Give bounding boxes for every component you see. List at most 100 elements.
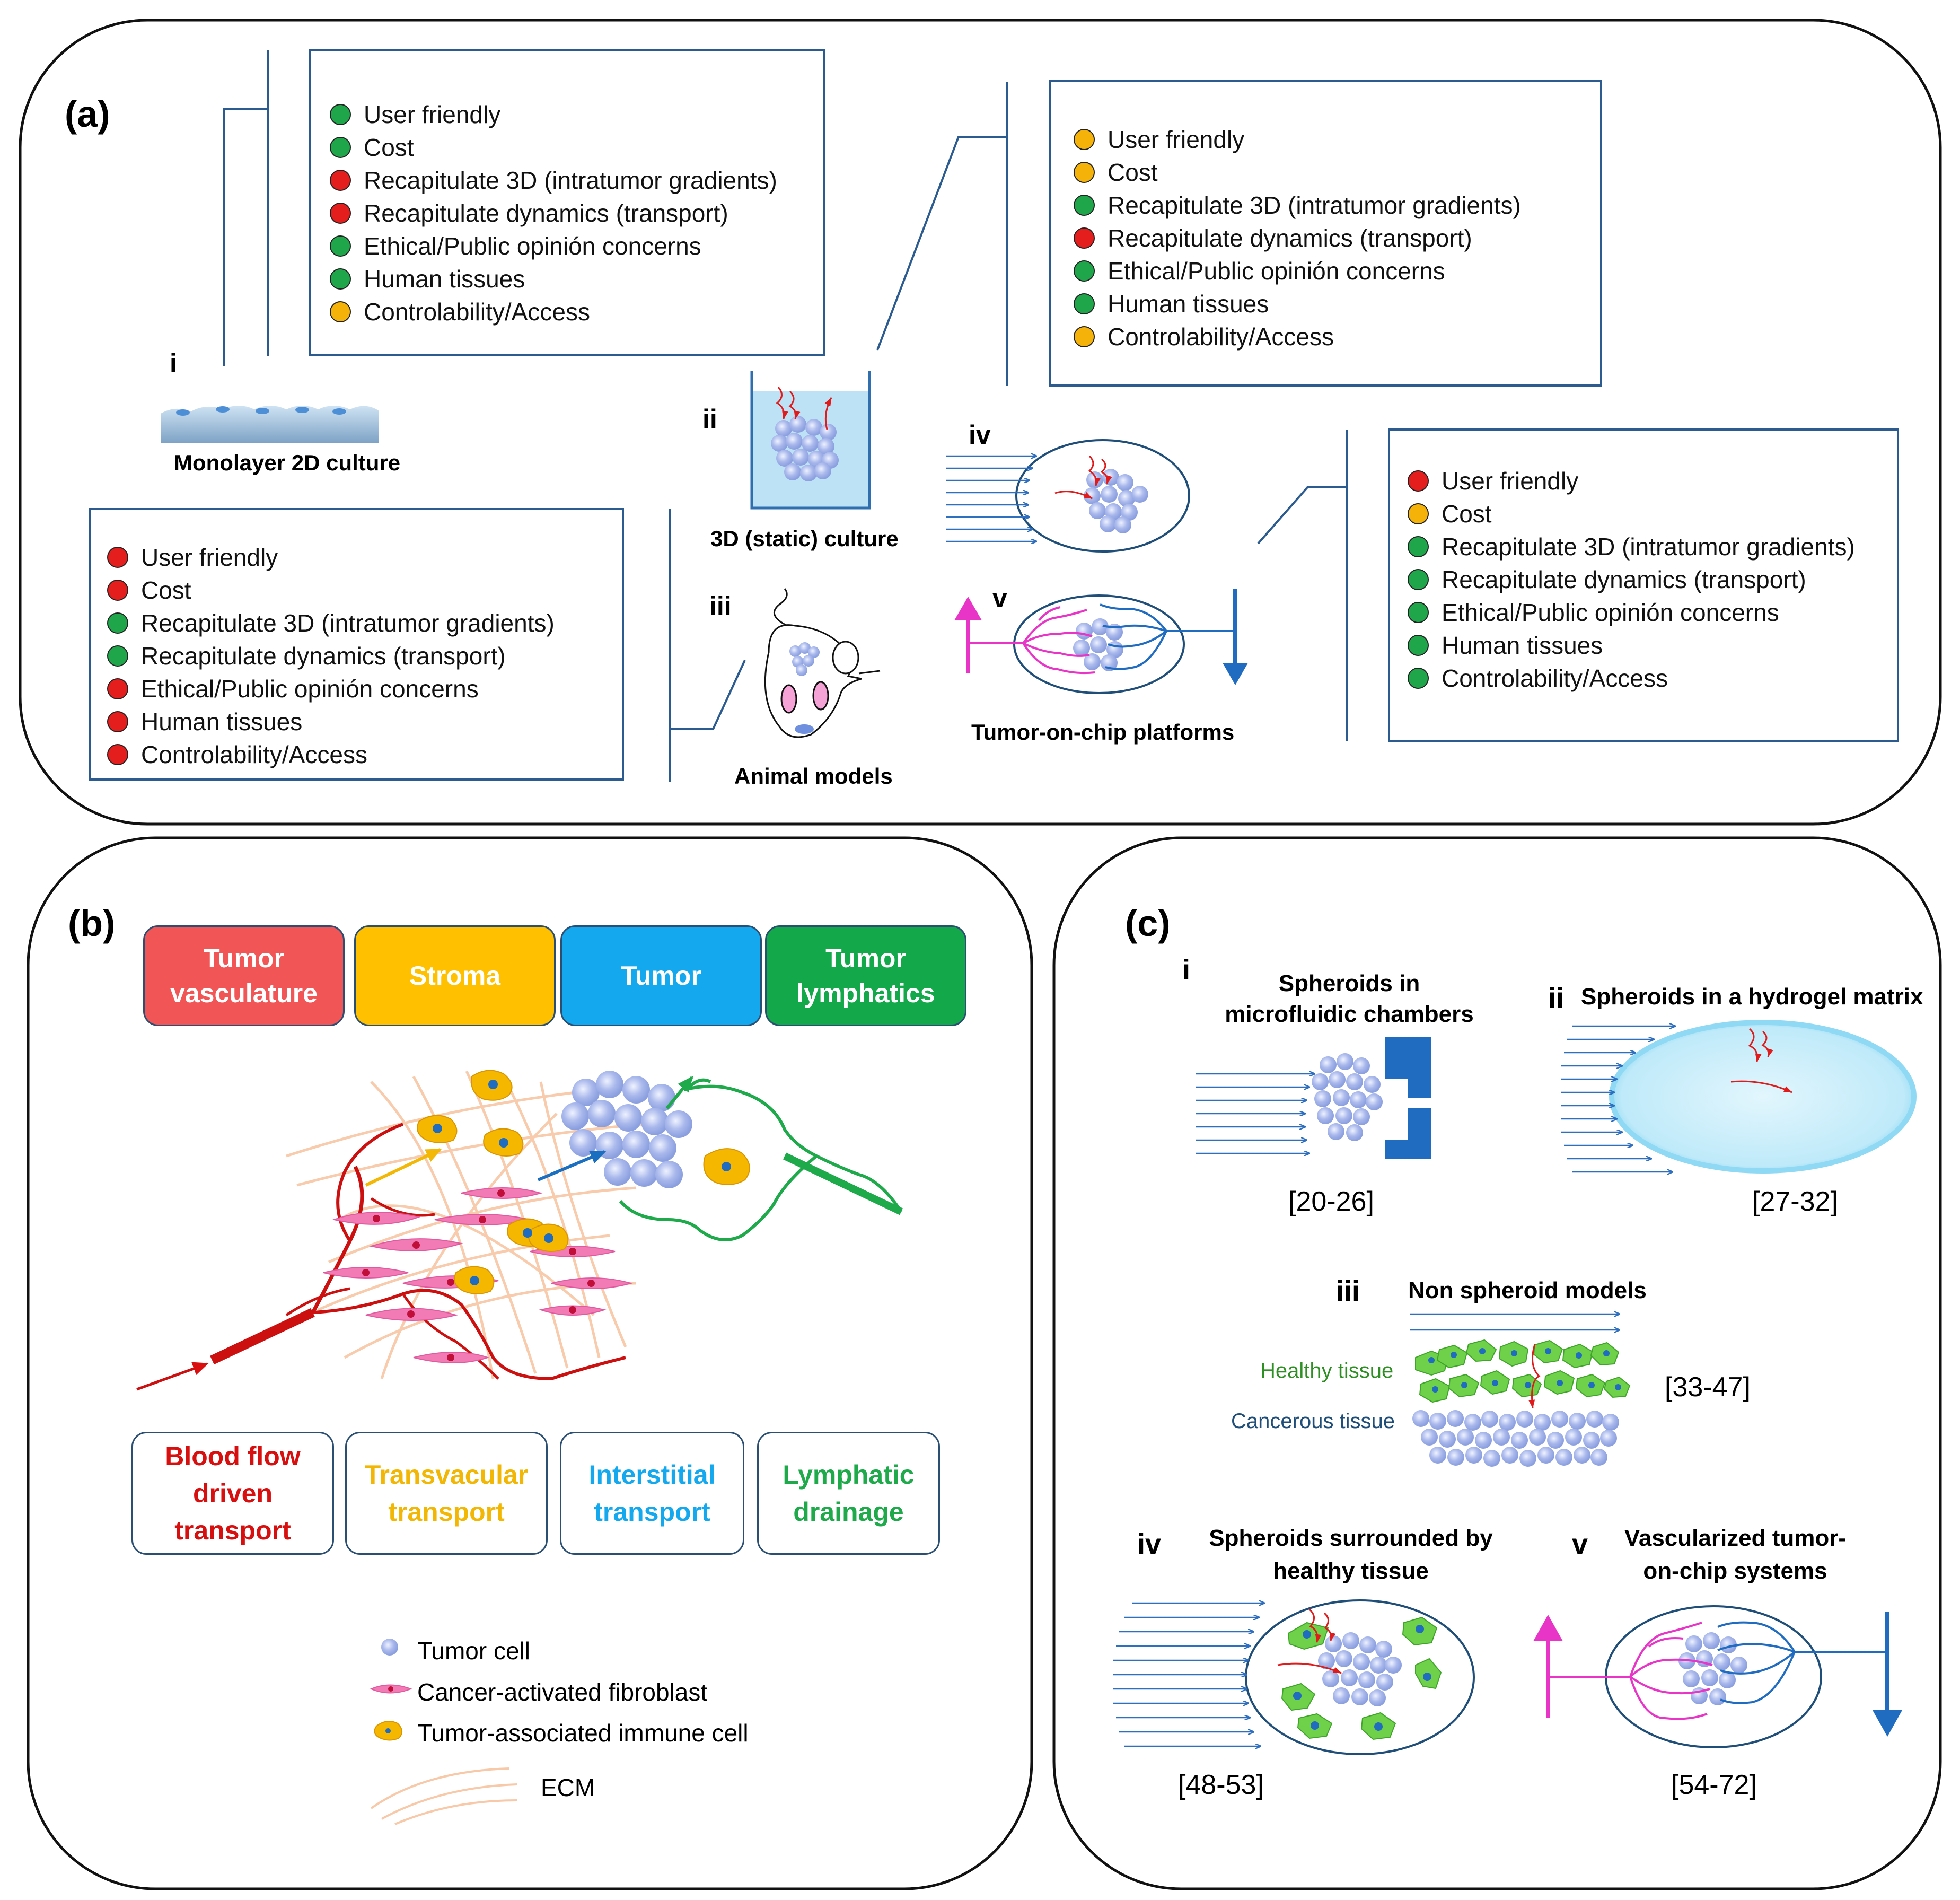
criterion-row: Recapitulate dynamics (transport) — [1408, 563, 1855, 596]
criterion-row: Human tissues — [1408, 629, 1855, 662]
c-iii-illustration — [1410, 1314, 1631, 1467]
criterion-row: Ethical/Public opinión concerns — [330, 230, 777, 262]
c-ii-title: Spheroids in a hydrogel matrix — [1581, 984, 1923, 1010]
transport-box: Transvacular transport — [345, 1432, 548, 1555]
status-dot-green — [1074, 293, 1095, 314]
criterion-row: Controlability/Access — [330, 295, 777, 328]
model-i-numeral: i — [170, 348, 177, 378]
box-chip-criteria — [1388, 428, 1899, 742]
c-iv-numeral: iv — [1137, 1528, 1162, 1560]
status-dot-green — [1408, 668, 1429, 689]
connector-animal — [669, 509, 746, 782]
panel-c-label: (c) — [1125, 903, 1171, 944]
category-header: Tumor — [560, 925, 762, 1026]
criterion-row: Recapitulate 3D (intratumor gradients) — [1408, 530, 1855, 563]
criterion-row: Controlability/Access — [107, 738, 555, 771]
criterion-label: Controlability/Access — [1442, 664, 1668, 692]
criterion-row: Ethical/Public opinión concerns — [1408, 596, 1855, 629]
c-iii-title: Non spheroid models — [1408, 1277, 1647, 1303]
criterion-label: Recapitulate 3D (intratumor gradients) — [141, 609, 555, 637]
transvascular-arrow — [365, 1148, 442, 1187]
c-i-refs: [20-26] — [1288, 1186, 1374, 1217]
status-dot-red — [107, 744, 128, 765]
criterion-label: Human tissues — [141, 708, 303, 736]
status-dot-green — [330, 137, 351, 158]
category-header: Tumor vasculature — [143, 925, 345, 1026]
vascularized-chip-illustration — [954, 589, 1248, 694]
status-dot-red — [107, 580, 128, 601]
immune-nuclei — [433, 1080, 731, 1285]
criterion-row: Controlability/Access — [1074, 320, 1521, 353]
criterion-row: User friendly — [1408, 465, 1855, 497]
criterion-label: User friendly — [1442, 467, 1579, 495]
c-v-numeral: v — [1572, 1528, 1588, 1560]
lymphatic-arrow — [665, 1075, 693, 1109]
c-iv-title: Spheroids surrounded by healthy tissue — [1209, 1525, 1493, 1584]
c-ii-numeral: ii — [1548, 982, 1565, 1014]
status-dot-green — [330, 268, 351, 290]
criterion-label: User friendly — [141, 544, 278, 571]
criterion-label: User friendly — [364, 101, 501, 128]
status-dot-red — [107, 711, 128, 732]
c-iii-refs: [33-47] — [1665, 1372, 1751, 1403]
transport-box: Interstitial transport — [560, 1432, 744, 1555]
model-ii-numeral: ii — [702, 404, 717, 434]
legend-immune-cell: Tumor-associated immune cell — [417, 1719, 749, 1747]
status-dot-amber — [1074, 326, 1095, 347]
legend-ecm: ECM — [541, 1774, 595, 1801]
connector-2d — [223, 50, 269, 366]
c-i-numeral: i — [1182, 954, 1191, 986]
status-dot-amber — [1408, 503, 1429, 524]
criterion-label: Human tissues — [1108, 290, 1269, 318]
criterion-label: Recapitulate dynamics (transport) — [1108, 224, 1472, 252]
c-iii-numeral: iii — [1336, 1275, 1360, 1307]
panel-c-frame — [1052, 836, 1942, 1890]
c-ii-refs: [27-32] — [1752, 1186, 1838, 1217]
criterion-row: User friendly — [1074, 123, 1521, 156]
criterion-row: Controlability/Access — [1408, 662, 1855, 695]
legend-fibroblast: Cancer-activated fibroblast — [417, 1678, 708, 1706]
criterion-label: User friendly — [1108, 126, 1245, 153]
cancerous-tissue-label: Cancerous tissue — [1231, 1409, 1395, 1433]
legend-tumor-cell: Tumor cell — [417, 1637, 530, 1665]
criterion-row: User friendly — [330, 98, 777, 131]
legend-symbols — [370, 1639, 517, 1825]
status-dot-red — [330, 170, 351, 191]
status-dot-amber — [1074, 129, 1095, 150]
lymphatic-vessel — [783, 1152, 903, 1215]
fibroblast-nuclei — [362, 1189, 595, 1361]
criterion-row: Recapitulate dynamics (transport) — [1074, 222, 1521, 255]
c-v-illustration — [1533, 1605, 1902, 1748]
criterion-label: Cost — [364, 134, 414, 161]
criterion-row: Cost — [1408, 497, 1855, 530]
criterion-label: Controlability/Access — [1108, 323, 1334, 351]
criterion-label: Ethical/Public opinión concerns — [364, 232, 701, 260]
criterion-row: Human tissues — [107, 705, 555, 738]
box-3d-criteria — [1049, 80, 1602, 387]
criterion-label: Human tissues — [364, 265, 525, 293]
criterion-label: Controlability/Access — [364, 298, 590, 326]
transport-box: Lymphatic drainage — [757, 1432, 940, 1555]
status-dot-green — [330, 104, 351, 125]
criterion-label: Cost — [1442, 500, 1492, 528]
transport-box: Blood flow driven transport — [131, 1432, 334, 1555]
criterion-label: Recapitulate 3D (intratumor gradients) — [1442, 533, 1855, 561]
criterion-row: Recapitulate 3D (intratumor gradients) — [330, 164, 777, 197]
criterion-row: Recapitulate 3D (intratumor gradients) — [107, 607, 555, 640]
status-dot-green — [330, 235, 351, 257]
chip-spheroid-illustration — [946, 439, 1190, 553]
criterion-label: Cost — [141, 576, 191, 604]
static-3d-culture-illustration — [750, 371, 871, 510]
status-dot-amber — [330, 301, 351, 322]
criterion-row: Recapitulate dynamics (transport) — [330, 197, 777, 230]
model-v-numeral: v — [992, 583, 1007, 613]
mouse-illustration — [764, 588, 881, 738]
interstitial-arrow — [537, 1150, 607, 1181]
criterion-row: User friendly — [107, 541, 555, 574]
model-ii-caption: 3D (static) culture — [710, 526, 899, 551]
status-dot-red — [1408, 470, 1429, 492]
model-iv-numeral: iv — [969, 420, 991, 450]
